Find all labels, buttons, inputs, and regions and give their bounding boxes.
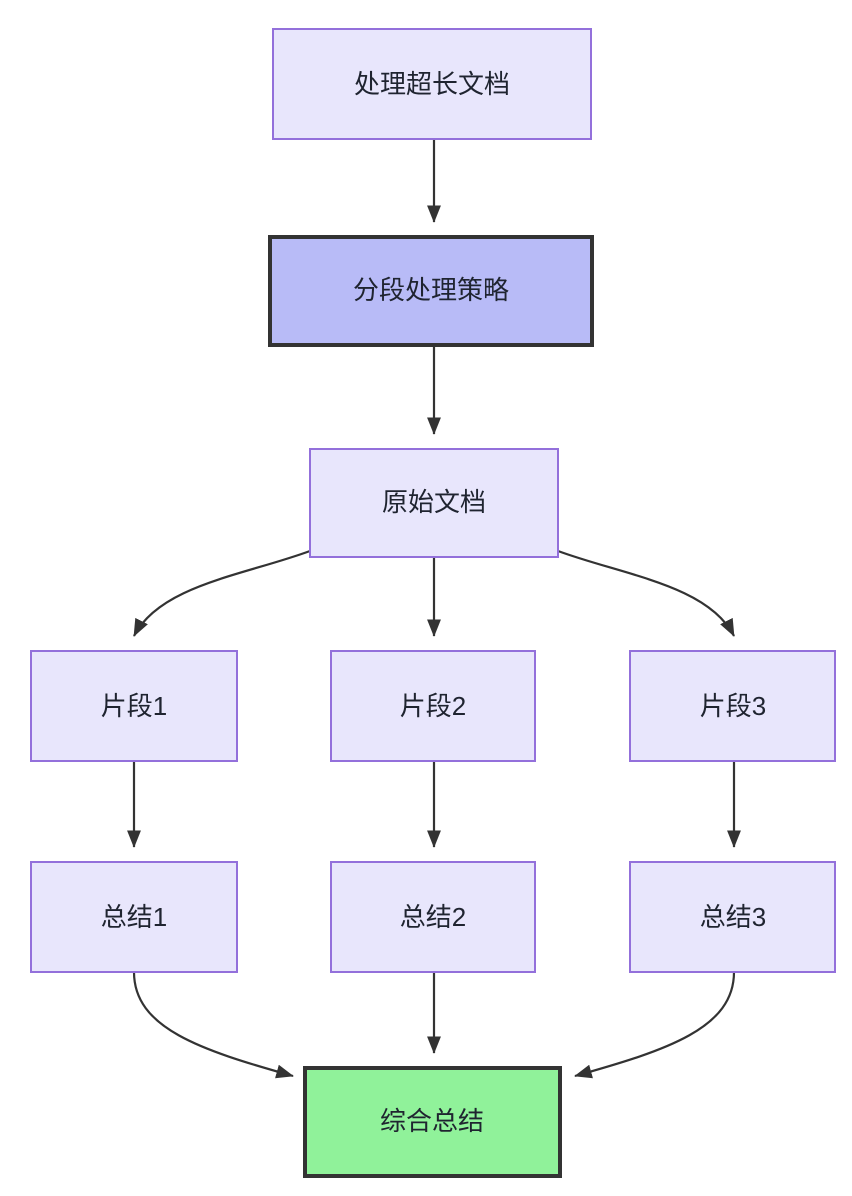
node-chunk3[interactable]: 片段3 (629, 650, 836, 762)
node-summary1[interactable]: 总结1 (30, 861, 238, 973)
node-summary3[interactable]: 总结3 (629, 861, 836, 973)
node-source-box[interactable] (309, 448, 559, 558)
node-strategy[interactable]: 分段处理策略 (268, 235, 594, 347)
node-chunk3-label: 片段3 (700, 691, 766, 721)
node-doc-box[interactable] (272, 28, 592, 140)
node-summary2-box[interactable] (330, 861, 536, 973)
node-source[interactable]: 原始文档 (309, 448, 559, 558)
edge-layer (126, 139, 742, 1079)
node-summary2[interactable]: 总结2 (330, 861, 536, 973)
node-final-label: 综合总结 (380, 1106, 484, 1136)
node-source-label: 原始文档 (382, 487, 486, 517)
node-doc[interactable]: 处理超长文档 (272, 28, 592, 140)
node-final-box[interactable] (303, 1066, 562, 1178)
node-final[interactable]: 综合总结 (303, 1066, 562, 1178)
node-chunk3-box[interactable] (629, 650, 836, 762)
edge-summary3-to-final (574, 971, 736, 1079)
node-chunk1-box[interactable] (30, 650, 238, 762)
node-summary1-box[interactable] (30, 861, 238, 973)
node-layer: 处理超长文档 分段处理策略 原始文档 片段1 片段2 片段3 (30, 28, 836, 1178)
node-chunk1-label: 片段1 (101, 691, 167, 721)
node-summary3-box[interactable] (629, 861, 836, 973)
node-chunk2[interactable]: 片段2 (330, 650, 536, 762)
edge-source-to-chunk3 (557, 549, 735, 637)
node-summary1-label: 总结1 (101, 902, 167, 932)
node-summary2-label: 总结2 (400, 902, 466, 932)
node-summary3-label: 总结3 (700, 902, 766, 932)
edge-summary1-to-final (132, 971, 294, 1079)
node-doc-label: 处理超长文档 (354, 69, 510, 99)
edge-source-to-chunk1 (133, 549, 311, 637)
node-chunk2-label: 片段2 (400, 691, 466, 721)
node-strategy-label: 分段处理策略 (353, 275, 509, 305)
node-chunk1[interactable]: 片段1 (30, 650, 238, 762)
node-chunk2-box[interactable] (330, 650, 536, 762)
node-strategy-box[interactable] (268, 235, 594, 347)
